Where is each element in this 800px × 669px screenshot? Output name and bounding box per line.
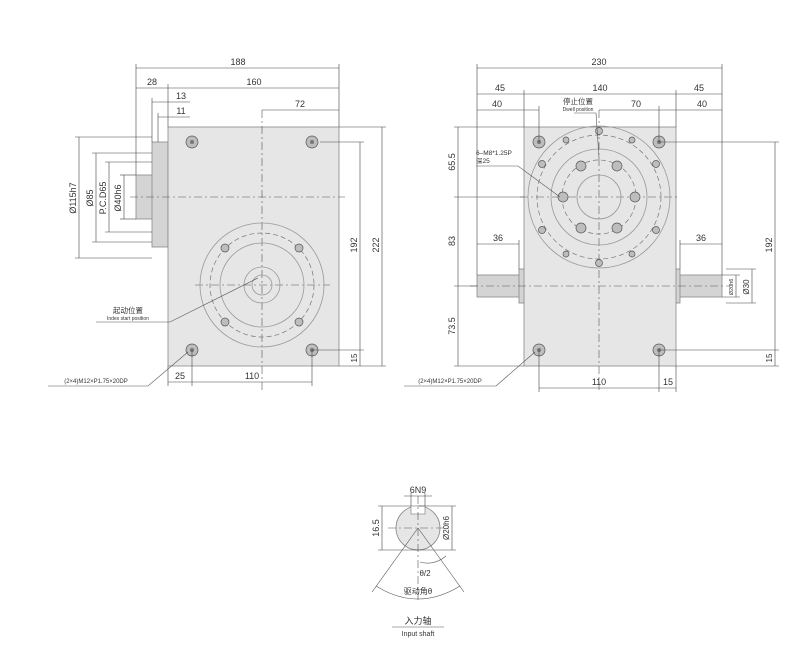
dim-40-right: 40 xyxy=(697,99,707,109)
front-view-housing xyxy=(523,126,677,367)
input-shaft-label-en: Input shaft xyxy=(402,631,435,638)
dim-110-right: 110 xyxy=(592,377,606,387)
dim-222: 222 xyxy=(371,237,381,252)
dim-65-5: 65.5 xyxy=(447,153,457,171)
dim-70: 70 xyxy=(631,99,641,109)
dim-6n9: 6N9 xyxy=(410,485,427,495)
dim-15-left: 15 xyxy=(350,353,359,362)
drive-angle-label: 驱动角θ xyxy=(404,586,433,596)
tap-hole-label-right: (2×4)M12×P1.75×20DP xyxy=(418,379,482,385)
index-start-label-en: Index start position xyxy=(107,316,149,322)
dim-160: 160 xyxy=(246,77,261,87)
dim-30: Ø30 xyxy=(742,279,751,295)
dim-11: 11 xyxy=(176,106,185,116)
dim-192-left: 192 xyxy=(349,237,359,252)
input-shaft-label-cn: 入力轴 xyxy=(404,615,431,626)
m8-hole-label: 6–M8*1.25P xyxy=(476,150,512,157)
dim-115h7: Ø115h7 xyxy=(68,182,78,213)
front-view: 230 45 140 45 40 70 40 65.5 83 73.5 36 3… xyxy=(404,57,779,392)
dim-20h6-section: Ø20h6 xyxy=(442,515,451,540)
dim-188: 188 xyxy=(230,57,245,67)
dim-16-5: 16.5 xyxy=(371,519,381,537)
dim-192-right: 192 xyxy=(764,237,774,252)
side-view: 188 28 160 13 11 72 Ø115h7 Ø85 P.C.D65 Ø… xyxy=(48,57,386,392)
dim-110-left: 110 xyxy=(245,371,259,381)
dim-36-right: 36 xyxy=(696,233,706,243)
dwell-label-en: Dwell position xyxy=(563,107,594,113)
tap-hole-label-left: (2×4)M12×P1.75×20DP xyxy=(64,379,128,385)
m8-depth-label: 深25 xyxy=(476,156,490,165)
dim-73-5: 73.5 xyxy=(447,317,457,335)
dim-85: Ø85 xyxy=(85,189,95,206)
front-view-shaft-left xyxy=(476,274,524,298)
dim-140: 140 xyxy=(592,83,607,93)
dim-pcd65: P.C.D65 xyxy=(98,182,108,215)
dim-45-right: 45 xyxy=(694,83,704,93)
dim-20h6-shaft: Ø20h6 xyxy=(729,279,735,296)
input-shaft-section: 6N9 16.5 Ø20h6 θ/2 驱动角θ 入力轴 Input shaft xyxy=(371,485,465,638)
dim-45-left: 45 xyxy=(495,83,505,93)
dim-230: 230 xyxy=(591,57,606,67)
dim-28: 28 xyxy=(147,77,157,87)
dwell-label-cn: 停止位置 xyxy=(563,96,593,106)
dim-25: 25 xyxy=(175,371,185,381)
dim-13: 13 xyxy=(176,91,186,101)
dim-15-right: 15 xyxy=(765,353,774,362)
dim-36-left: 36 xyxy=(493,233,503,243)
dim-83: 83 xyxy=(447,236,457,246)
dim-15-bottom: 15 xyxy=(663,377,673,387)
index-start-label-cn: 起动位置 xyxy=(113,305,143,315)
side-view-housing xyxy=(167,126,340,367)
dim-40-left: 40 xyxy=(492,99,502,109)
dim-40h6: Ø40h6 xyxy=(113,184,123,211)
dim-72: 72 xyxy=(295,99,305,109)
side-view-flange xyxy=(151,141,169,248)
theta-half-label: θ/2 xyxy=(419,569,431,578)
